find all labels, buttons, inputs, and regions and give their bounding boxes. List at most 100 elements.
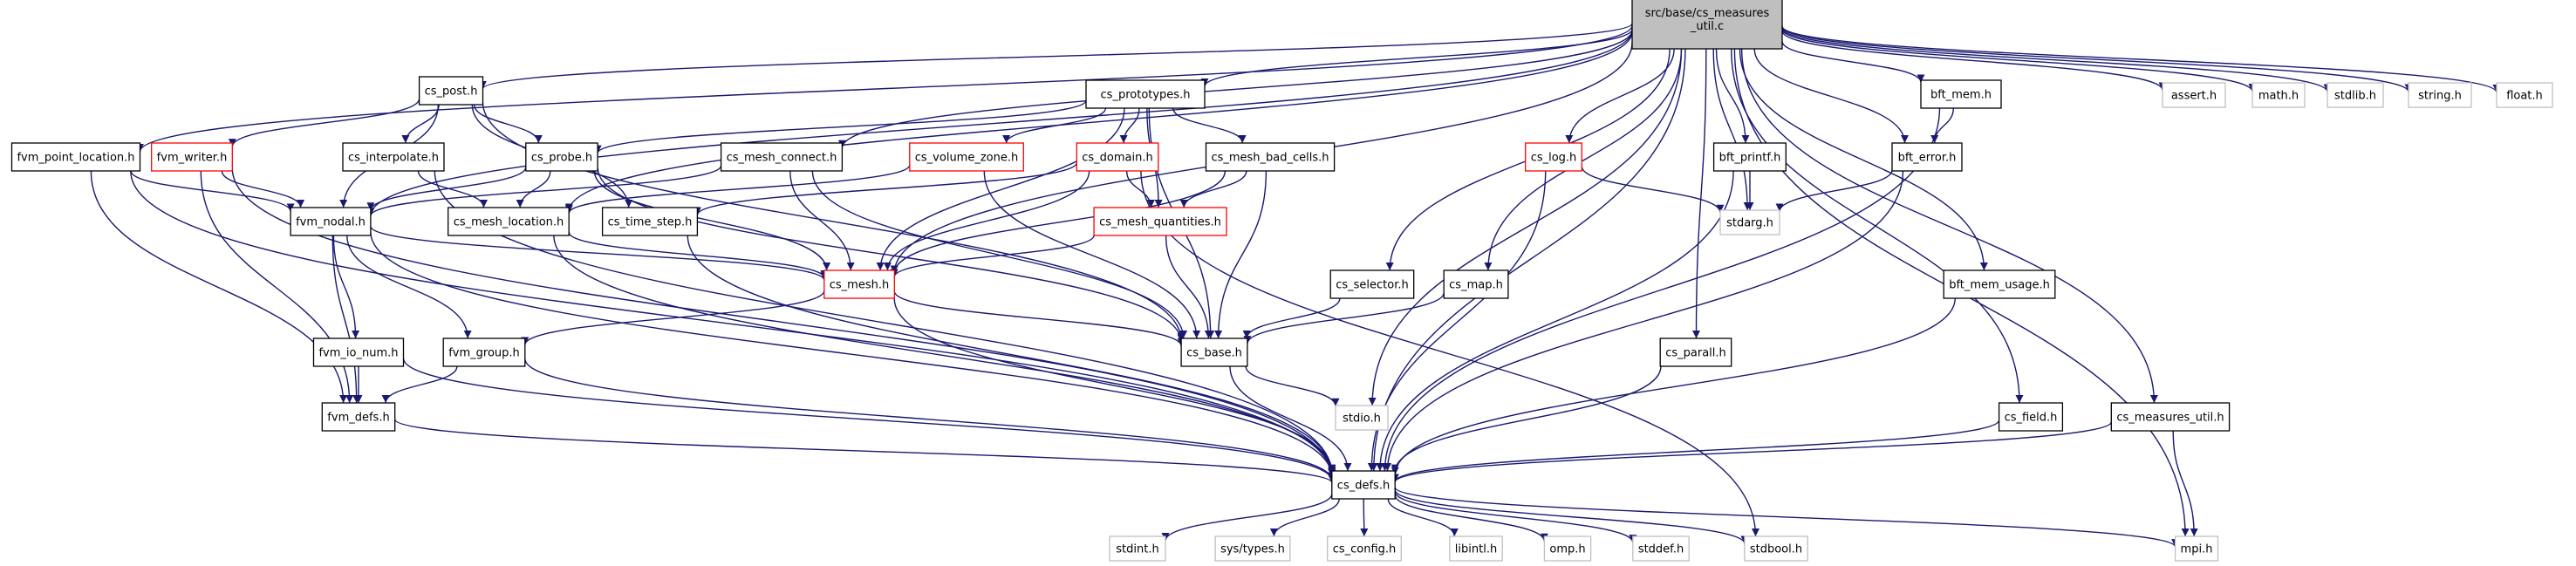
node-box xyxy=(601,207,699,236)
edge-fvm_writer-to-fvm_nodal xyxy=(221,170,305,208)
node-label: stdint.h xyxy=(1116,543,1158,556)
edge-root-to-stdio xyxy=(1368,48,1683,406)
edge-cs_prototypes-to-cs_volume_zone xyxy=(1002,107,1107,144)
node-stdlib: stdlib.h xyxy=(2327,82,2384,108)
edge-root-to-math xyxy=(1781,29,2257,92)
edge-root-to-cs_defs xyxy=(1370,48,1686,472)
node-cs-prototypes[interactable]: cs_prototypes.h xyxy=(1085,79,1206,109)
node-cs-map[interactable]: cs_map.h xyxy=(1443,269,1509,299)
edge-root-to-bft_mem_usage xyxy=(1739,48,1988,271)
node-label: cs_measures_util.h xyxy=(2116,412,2224,425)
node-label: cs_mesh_quantities.h xyxy=(1099,216,1221,229)
node-cs-volume-zone[interactable]: cs_volume_zone.h xyxy=(909,142,1024,172)
node-cs-mesh-quantities[interactable]: cs_mesh_quantities.h xyxy=(1093,207,1227,236)
node-box xyxy=(1076,142,1159,172)
node-box xyxy=(2408,82,2472,108)
edge-bft_mem-to-cs_defs xyxy=(1381,107,1941,472)
edge-cs_interpolate-to-cs_mesh_location xyxy=(417,170,488,208)
node-cs-selector[interactable]: cs_selector.h xyxy=(1329,269,1415,299)
node-box xyxy=(2110,402,2231,432)
node-cs-mesh-bad-cells[interactable]: cs_mesh_bad_cells.h xyxy=(1205,142,1336,172)
edge-fvm_defs-to-cs_defs xyxy=(394,419,1336,484)
node-label: cs_config.h xyxy=(1333,543,1397,556)
edge-cs_domain-to-cs_mesh_quantities xyxy=(1125,170,1155,208)
node-label: math.h xyxy=(2258,90,2299,103)
edge-cs_mesh_connect-to-cs_base xyxy=(811,170,1188,339)
node-cs-domain[interactable]: cs_domain.h xyxy=(1076,142,1159,172)
node-cs-field[interactable]: cs_field.h xyxy=(1998,402,2064,432)
node-fvm-defs[interactable]: fvm_defs.h xyxy=(321,402,396,432)
edge-cs_defs-to-cs_config xyxy=(1360,498,1369,537)
edge-cs_domain-to-cs_time_step xyxy=(694,162,1077,215)
node-root[interactable]: src/base/cs_measures_util.c xyxy=(1631,0,1783,50)
node-box xyxy=(1093,207,1227,236)
node-label: cs_field.h xyxy=(2005,412,2058,425)
node-cs-mesh-location[interactable]: cs_mesh_location.h xyxy=(448,207,570,236)
node-fvm-io-num[interactable]: fvm_io_num.h xyxy=(312,338,405,367)
node-cs-time-step[interactable]: cs_time_step.h xyxy=(601,207,699,236)
node-label: stdlib.h xyxy=(2334,90,2376,103)
node-bft-error[interactable]: bft_error.h xyxy=(1891,142,1963,172)
node-fvm-point-location[interactable]: fvm_point_location.h xyxy=(10,142,141,172)
node-label: fvm_io_num.h xyxy=(318,347,398,360)
node-box xyxy=(1205,142,1336,172)
node-cs-post[interactable]: cs_post.h xyxy=(418,76,484,106)
node-box xyxy=(1998,402,2064,432)
edge-fvm_nodal-to-fvm_io_num xyxy=(332,235,360,339)
edge-cs_post-to-cs_probe xyxy=(474,104,543,144)
edge-root-to-fvm_nodal xyxy=(366,30,1633,216)
node-cs-base[interactable]: cs_base.h xyxy=(1180,338,1248,367)
node-bft-printf[interactable]: bft_printf.h xyxy=(1712,142,1787,172)
edge-cs_volume_zone-to-cs_base xyxy=(983,170,1201,339)
node-box xyxy=(342,142,445,172)
node-box xyxy=(312,338,405,367)
node-cs-interpolate[interactable]: cs_interpolate.h xyxy=(342,142,445,172)
node-label: mpi.h xyxy=(2181,543,2213,556)
node-label: fvm_defs.h xyxy=(327,412,389,425)
node-label: bft_mem.h xyxy=(1930,89,1992,102)
node-stdarg: stdarg.h xyxy=(1719,209,1780,235)
edge-cs_prototypes-to-cs_probe xyxy=(593,99,1087,153)
node-bft-mem-usage[interactable]: bft_mem_usage.h xyxy=(1943,269,2056,299)
edge-root-to-assert xyxy=(1781,31,2167,91)
edge-cs_mesh_bad_cells-to-cs_mesh_quantities xyxy=(1179,170,1247,208)
edge-cs_volume_zone-to-cs_mesh_location xyxy=(564,164,911,214)
edge-cs_mesh-to-cs_defs xyxy=(893,297,1336,473)
node-label: float.h xyxy=(2506,90,2543,103)
node-box xyxy=(448,207,570,236)
edge-fvm_group-to-cs_defs xyxy=(524,358,1336,481)
node-cs-defs[interactable]: cs_defs.h xyxy=(1331,470,1396,500)
node-cs-mesh[interactable]: cs_mesh.h xyxy=(823,269,895,299)
edge-fvm_point_location-to-fvm_nodal xyxy=(130,170,295,212)
node-box xyxy=(1920,79,2002,109)
node-box xyxy=(720,142,844,172)
node-cs-measures-util[interactable]: cs_measures_util.h xyxy=(2110,402,2231,432)
node-label: cs_log.h xyxy=(1531,152,1577,165)
node-label: bft_printf.h xyxy=(1719,152,1781,165)
edge-cs_defs-to-stdbool xyxy=(1394,489,1749,544)
node-cs-config: cs_config.h xyxy=(1327,535,1402,562)
node-string: string.h xyxy=(2408,82,2472,108)
node-label: stdarg.h xyxy=(1726,217,1773,230)
node-box xyxy=(1943,269,2056,299)
edge-cs_mesh_bad_cells-to-cs_base xyxy=(1214,170,1268,339)
edge-cs_field-to-cs_defs xyxy=(1390,419,2000,482)
node-fvm-group[interactable]: fvm_group.h xyxy=(442,338,526,367)
node-stdint: stdint.h xyxy=(1109,535,1166,562)
edge-cs_mesh_connect-to-cs_mesh xyxy=(789,170,855,271)
node-fvm-writer[interactable]: fvm_writer.h xyxy=(151,142,233,172)
node-cs-mesh-connect[interactable]: cs_mesh_connect.h xyxy=(720,142,844,172)
edge-cs_mesh_quantities-to-cs_mesh xyxy=(890,235,1095,277)
edge-cs_mesh_location-to-cs_mesh xyxy=(568,232,829,279)
edge-root-to-cs_map xyxy=(1484,48,1683,271)
node-label: omp.h xyxy=(1549,543,1585,556)
edge-cs_mesh_bad_cells-to-cs_mesh xyxy=(890,170,1227,274)
node-cs-probe[interactable]: cs_probe.h xyxy=(525,142,598,172)
node-bft-mem[interactable]: bft_mem.h xyxy=(1920,79,2002,109)
node-fvm-nodal[interactable]: fvm_nodal.h xyxy=(290,207,372,236)
edge-fvm_io_num-to-cs_defs xyxy=(402,358,1336,481)
node-cs-log[interactable]: cs_log.h xyxy=(1525,142,1582,172)
node-cs-parall[interactable]: cs_parall.h xyxy=(1659,338,1732,367)
node-box xyxy=(1543,535,1592,562)
edge-cs_measures_util-to-cs_defs xyxy=(1390,421,2112,483)
